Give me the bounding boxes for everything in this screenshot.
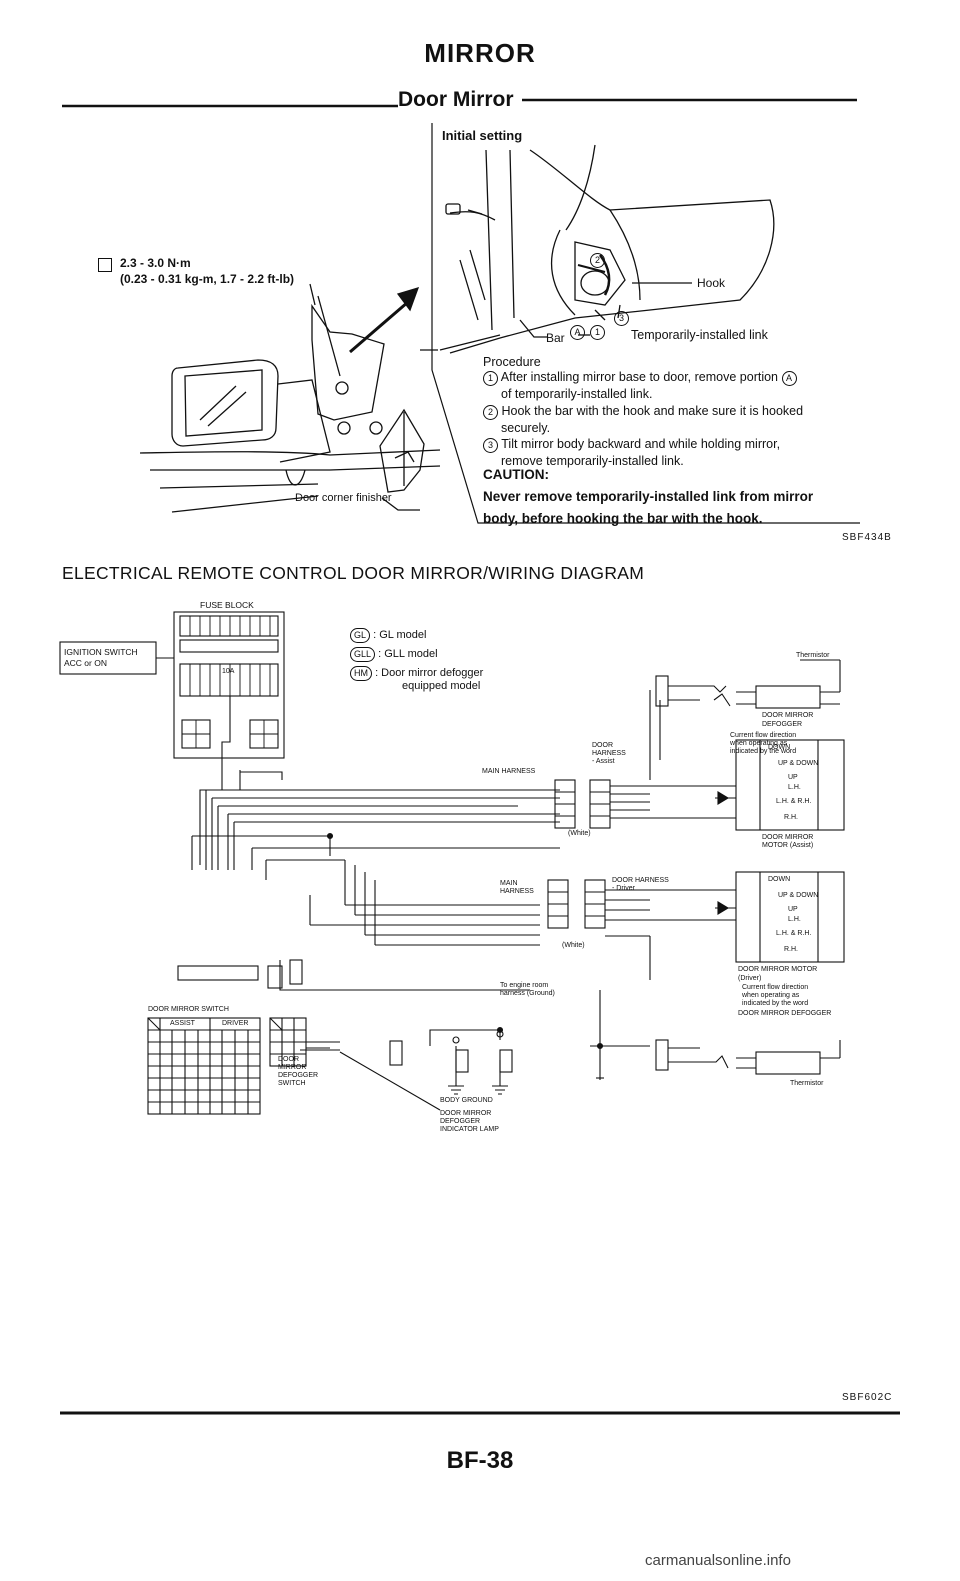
indicator-lamp-3: INDICATOR LAMP [440,1126,499,1133]
main-label: MAIN [500,880,518,887]
marker-a: A [570,322,585,340]
legend-hm: HM : Door mirror defogger [350,666,483,681]
door-harness-driver: DOOR HARNESS [612,877,669,884]
defogger-driver-label: DOOR MIRROR DEFOGGER [738,1010,832,1017]
thermistor-bottom: Thermistor [790,1080,824,1087]
switch-assist: ASSIST [170,1020,195,1027]
motor-assist-1: DOOR MIRROR [762,834,814,841]
indicator-lamp-1: DOOR MIRROR [440,1110,492,1117]
door-corner-finisher-label: Door corner finisher [295,492,392,504]
white-assist: (White) [568,830,591,837]
marker-3: 3 [614,308,629,326]
driver-rh: R.H. [784,946,798,953]
defogger-label-2: DEFOGGER [762,721,803,728]
motor-driver-2: (Driver) [738,975,762,982]
defog-switch-2: MIRROR [278,1064,307,1071]
page-title: MIRROR [424,38,536,68]
initial-setting-label: Initial setting [442,128,523,143]
fuse-amp: 10A [222,668,235,675]
current-flow-2: when operating as [730,740,788,747]
assist-up: UP [788,774,798,781]
torque-icon [98,258,112,272]
assist-lh: L.H. [788,784,801,791]
ignition-switch-label: IGNITION SWITCH [64,647,138,657]
legend-extra: equipped model [402,680,481,692]
defog-switch-1: DOOR [278,1056,299,1063]
mirror-closeup-drawing [439,144,775,354]
legend-gll: GLL : GLL model [350,647,438,662]
defog-switch-4: SWITCH [278,1080,306,1087]
wiring-heading: ELECTRICAL REMOTE CONTROL DOOR MIRROR/WI… [62,563,645,583]
bar-label: Bar [546,331,565,345]
driver-lh-rh: L.H. & R.H. [776,930,812,937]
hook-label: Hook [697,276,726,290]
motor-assist-2: MOTOR (Assist) [762,842,814,849]
mirror-switch-label: DOOR MIRROR SWITCH [148,1006,229,1013]
assist-rh: R.H. [784,814,798,821]
assist-down: DOWN [768,744,791,751]
driver-down: DOWN [768,876,791,883]
driver-up: UP [788,906,798,913]
current-flow-1: Current flow direction [730,732,797,739]
assist-label: - Assist [592,758,615,765]
caution-label: CAUTION: [483,467,549,482]
mirror-overview-drawing [139,283,441,513]
torque-spec: 2.3 - 3.0 N·m [120,256,191,270]
white-driver: (White) [562,942,585,949]
driver-up-down: UP & DOWN [778,892,819,899]
marker-2: 2 [590,250,605,268]
thermistor-top: Thermistor [796,652,830,659]
to-engine-room: To engine room [500,982,549,989]
door-harness-label-2: HARNESS [592,750,626,757]
procedure-label: Procedure [483,355,541,369]
legend-gl: GL : GL model [350,628,426,643]
caution-line-1: Never remove temporarily-installed link … [483,489,814,504]
harness-ground: harness (Ground) [500,990,555,997]
marker-1: 1 [590,322,605,340]
cf-driver-1: Current flow direction [742,984,809,991]
step-1: 1 After installing mirror base to door, … [483,369,863,386]
fuse-block-label: FUSE BLOCK [200,600,254,610]
section-subtitle: Door Mirror [398,88,514,111]
defog-switch-3: DEFOGGER [278,1072,319,1079]
indicator-lamp-2: DEFOGGER [440,1118,481,1125]
main-harness-assist: MAIN HARNESS [482,768,536,775]
ignition-acc-label: ACC or ON [64,658,107,668]
procedure-steps: 1 After installing mirror base to door, … [483,369,863,470]
page-number: BF-38 [446,1447,514,1474]
body-ground: BODY GROUND [440,1097,493,1104]
watermark: carmanualsonline.info [645,1552,791,1569]
driver-lh: L.H. [788,916,801,923]
caution-line-2: body, before hooking the bar with the ho… [483,511,763,526]
step-3: 3 Tilt mirror body backward and while ho… [483,436,863,453]
assist-lh-rh: L.H. & R.H. [776,798,812,805]
cf-driver-2: when operating as [742,992,800,999]
motor-driver-1: DOOR MIRROR MOTOR [738,966,818,973]
door-harness-label: DOOR [592,742,613,749]
torque-spec-alt: (0.23 - 0.31 kg-m, 1.7 - 2.2 ft-lb) [120,272,295,286]
figure-code-1: SBF434B [842,532,892,543]
figure-code-2: SBF602C [842,1392,893,1403]
driver-label: - Driver [612,885,635,892]
defogger-label-1: DOOR MIRROR [762,712,814,719]
step-2: 2 Hook the bar with the hook and make su… [483,403,863,420]
assist-up-down: UP & DOWN [778,760,819,767]
cf-driver-3: indicated by the word [742,1000,809,1007]
current-flow-3: indicated by the word [730,748,797,755]
switch-driver: DRIVER [222,1020,249,1027]
temp-link-label: Temporarily-installed link [631,328,768,342]
harness-label: HARNESS [500,888,534,895]
